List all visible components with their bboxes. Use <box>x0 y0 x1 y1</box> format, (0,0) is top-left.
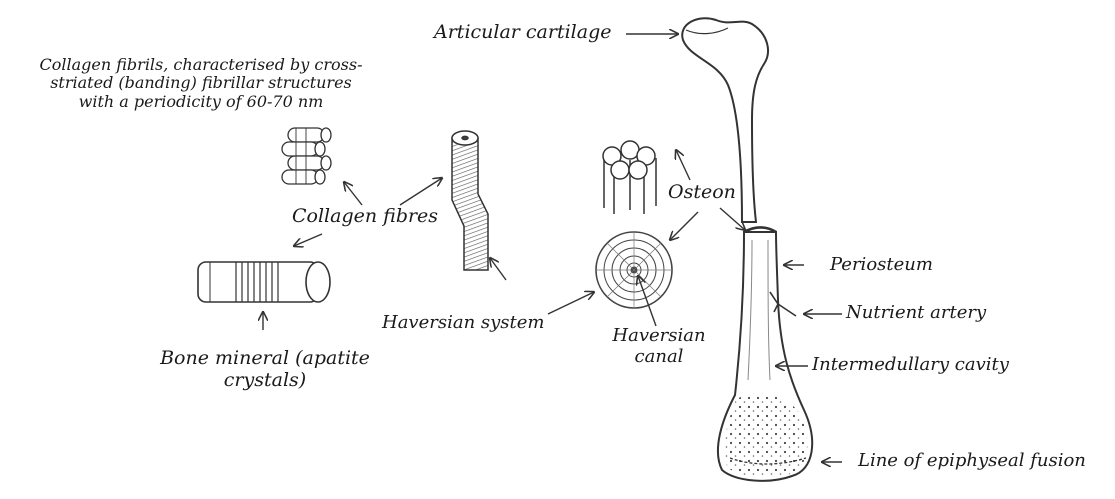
label-bone-mineral: Bone mineral (apatite crystals) <box>120 348 410 392</box>
arrow-collagen-fibres-to-fibre <box>400 178 442 205</box>
haversian-system-illustration <box>596 232 672 308</box>
arrow-haversian-canal <box>638 276 656 326</box>
label-intermedullary-cavity: Intermedullary cavity <box>812 355 1009 376</box>
collagen-fibre-illustration <box>452 131 488 270</box>
label-periosteum: Periosteum <box>830 255 933 276</box>
arrow-osteon-upper <box>676 150 690 180</box>
label-bone-mineral-line1: Bone mineral (apatite <box>120 348 410 370</box>
femur-bone <box>682 18 812 481</box>
label-haversian-canal: Haversian canal <box>604 326 714 367</box>
arrow-haversian-system <box>548 292 594 314</box>
arrow-collagen-fibres-to-mineral <box>294 234 322 246</box>
label-collagen-fibrils-line2: striated (banding) fibrillar structures <box>8 74 394 92</box>
label-epiphyseal-fusion: Line of epiphyseal fusion <box>858 451 1086 472</box>
label-haversian-canal-line2: canal <box>604 347 714 368</box>
label-nutrient-artery: Nutrient artery <box>846 303 986 324</box>
label-collagen-fibrils-line1: Collagen fibrils, characterised by cross… <box>8 56 394 74</box>
collagen-fibrils-illustration <box>282 128 331 184</box>
label-collagen-fibrils: Collagen fibrils, characterised by cross… <box>8 56 394 111</box>
arrow-fibre-bottom <box>490 258 506 280</box>
label-bone-mineral-line2: crystals) <box>120 370 410 392</box>
arrow-osteon-lower <box>670 212 698 240</box>
label-collagen-fibrils-line3: with a periodicity of 60-70 nm <box>8 93 394 111</box>
label-osteon: Osteon <box>668 182 736 204</box>
label-haversian-system: Haversian system <box>382 313 545 334</box>
arrow-collagen-fibres-to-fibrils <box>344 182 362 205</box>
bone-mineral-crystal-illustration <box>198 262 330 302</box>
label-haversian-canal-line1: Haversian <box>604 326 714 347</box>
label-collagen-fibres: Collagen fibres <box>292 206 438 228</box>
osteon-illustration <box>603 141 656 214</box>
label-articular-cartilage: Articular cartilage <box>434 22 612 44</box>
